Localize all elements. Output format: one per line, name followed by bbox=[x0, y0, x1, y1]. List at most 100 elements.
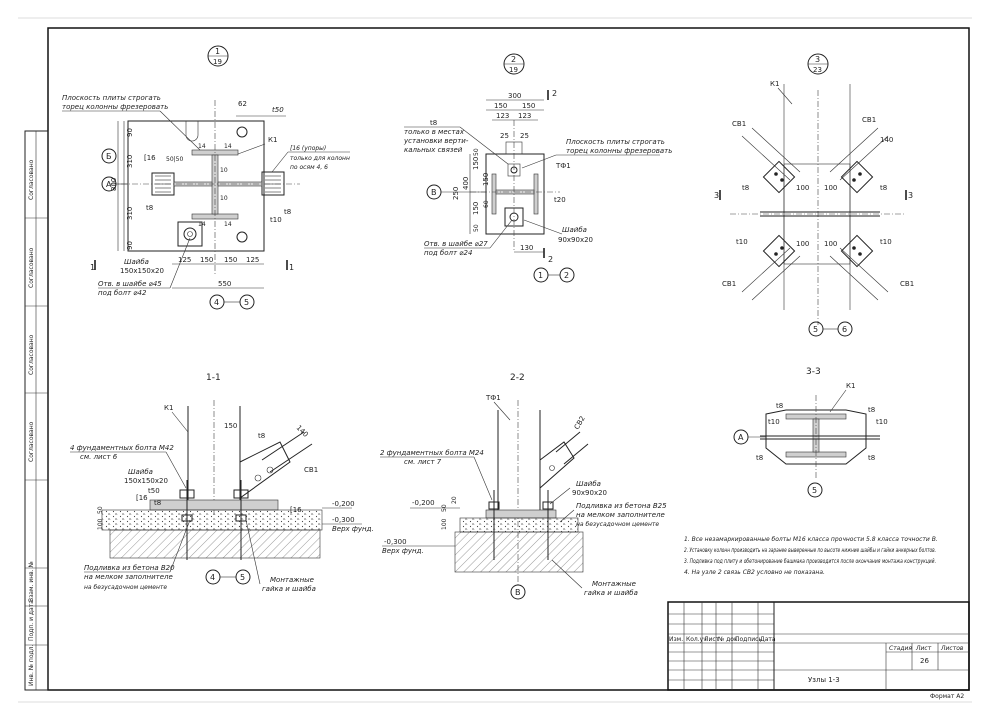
stamp-label-5: Взам. инв. № bbox=[28, 561, 35, 602]
sec33-axis-5: 5 bbox=[812, 486, 817, 495]
sec22-mont1: Монтажные bbox=[592, 580, 636, 588]
node1-washer2: 150x150x20 bbox=[120, 267, 164, 275]
section-1-1: 1-1 К1 150 t8 140 СВ1 4 фундаментных бол… bbox=[70, 373, 374, 593]
sec33-t10b: t10 bbox=[876, 418, 888, 426]
sec11-d100: 100 bbox=[97, 518, 104, 530]
sec22-lvl3: Верх фунд. bbox=[382, 547, 424, 555]
node2-mark-top: 2 bbox=[511, 55, 516, 64]
node2-dim-60: 60 bbox=[483, 200, 490, 208]
node3-mark-top: 3 bbox=[815, 55, 820, 64]
node2-dim-150d: 150 bbox=[472, 202, 480, 215]
sec11-title: 1-1 bbox=[206, 373, 221, 383]
sec22-d20: 20 bbox=[451, 496, 458, 504]
sec11-lvl2: -0,300 bbox=[332, 516, 355, 524]
sec22-title: 2-2 bbox=[510, 373, 525, 383]
sec11-conc3: на безусадочном цементе bbox=[84, 584, 167, 591]
node1-dim-310b: 310 bbox=[126, 207, 134, 220]
node1-mark-bot: 19 bbox=[213, 58, 222, 66]
node1-mark-top: 1 bbox=[215, 47, 220, 56]
node1-dim-5050: 50|50 bbox=[166, 156, 183, 163]
node3-t10b: t10 bbox=[880, 238, 892, 246]
sec11-lvl1: -0,200 bbox=[332, 500, 355, 508]
stamp-label-6: Подп. и дата bbox=[28, 600, 35, 641]
note-4: 4. На узле 2 связь СВ2 условно не показа… bbox=[684, 569, 825, 576]
sec22-cb2: СВ2 bbox=[573, 415, 587, 431]
node1-t10: t10 bbox=[270, 216, 282, 224]
node3-cb1-b: СВ1 bbox=[862, 116, 876, 124]
section-2-2: 2-2 ТФ1 СВ2 2 фундаментных болта М24 см.… bbox=[380, 373, 667, 600]
node1-hole1: Отв. в шайбе ⌀45 bbox=[98, 280, 162, 288]
node1-only1: только для колонн bbox=[290, 155, 350, 162]
sec22-bolts1: 2 фундаментных болта М24 bbox=[380, 449, 484, 457]
note-1: 1. Все незамаркированные болты М16 класс… bbox=[684, 536, 938, 543]
sec11-t8b: t8 bbox=[154, 499, 161, 507]
node2-axis-v: В bbox=[431, 188, 437, 197]
sec22-washer1: Шайба bbox=[576, 480, 601, 488]
stamp-label-1: Согласовано bbox=[28, 159, 35, 200]
node2-t20: t20 bbox=[554, 196, 566, 204]
sec33-t8c: t8 bbox=[756, 454, 763, 462]
node1-note2: торец колонны фрезеровать bbox=[62, 103, 168, 111]
sec33-t8d: t8 bbox=[868, 454, 875, 462]
format-label: Формат А2 bbox=[930, 693, 964, 700]
node2-sec-top: 2 bbox=[552, 89, 557, 98]
sec22-d100: 100 bbox=[441, 518, 448, 530]
node2-only3: кальных связей bbox=[404, 146, 463, 154]
node2-note2: торец колонны фрезеровать bbox=[566, 147, 672, 155]
node2-dim-300: 300 bbox=[508, 92, 521, 100]
node1-dim-90b: 90 bbox=[126, 241, 134, 250]
tb-col-5: Подпись bbox=[735, 636, 762, 643]
node1-dim-550: 550 bbox=[218, 280, 231, 288]
note-2: 2. Установку колонн производить на заран… bbox=[684, 547, 936, 554]
node3-axis-6: 6 bbox=[842, 325, 847, 334]
sec11-bolts1: 4 фундаментных болта М42 bbox=[70, 444, 174, 452]
node2-axis-2: 2 bbox=[564, 271, 569, 280]
sec11-dim-150: 150 bbox=[224, 422, 237, 430]
node2-mark-bot: 19 bbox=[509, 66, 518, 74]
tb-sheet-label: Лист bbox=[915, 645, 932, 652]
node3-mark-bot: 23 bbox=[813, 66, 822, 74]
node1-dim-62: 62 bbox=[238, 100, 247, 108]
node1-dim-125a: 125 bbox=[178, 256, 191, 264]
node2-dim-50b: 50 bbox=[473, 224, 480, 232]
node2-axis-1: 1 bbox=[538, 271, 543, 280]
node2-hole2: под болт ⌀24 bbox=[424, 249, 472, 257]
tb-stage-label: Стадия bbox=[889, 645, 912, 652]
tb-sheet-number: 26 bbox=[920, 657, 929, 665]
sec11-t8: t8 bbox=[258, 432, 265, 440]
node3-k1: К1 bbox=[770, 80, 779, 88]
sec11-axis-5: 5 bbox=[240, 573, 245, 582]
sec11-t50: t50 bbox=[148, 487, 160, 495]
sec22-bolts2: см. лист 7 bbox=[404, 458, 442, 466]
stamp-label-7: Инв. № подл. bbox=[28, 645, 35, 686]
side-stamp: Согласовано Согласовано Согласовано Согл… bbox=[24, 130, 49, 691]
node2-dim-150: 150 bbox=[482, 173, 490, 186]
node1-d14b: 14 bbox=[224, 143, 232, 150]
node2-dim-400: 400 bbox=[462, 177, 470, 190]
node1-d14d: 14 bbox=[224, 221, 232, 228]
node3-cb1-c: СВ1 bbox=[722, 280, 736, 288]
node3-cb1-a: СВ1 bbox=[732, 120, 746, 128]
stamp-label-4: Согласовано bbox=[28, 421, 35, 462]
sec22-d50: 50 bbox=[441, 504, 448, 512]
node3-sec-left: 3 bbox=[714, 191, 719, 200]
sec22-washer2: 90x90x20 bbox=[572, 489, 607, 497]
sec11-washer2: 150x150x20 bbox=[124, 477, 168, 485]
section-3-3: 3-3 К1 t8 t8 t8 t8 t10 t10 А 5 bbox=[733, 367, 888, 498]
node2-washer1: Шайба bbox=[562, 226, 587, 234]
svg-text:1: 1 bbox=[289, 263, 294, 272]
node2-dim-25a: 25 bbox=[500, 132, 509, 140]
node1-dim-800: 800 bbox=[110, 178, 118, 191]
node1-d10b: 10 bbox=[220, 195, 228, 202]
node1-dim-125b: 125 bbox=[246, 256, 259, 264]
sec22-conc2: на мелком заполнителе bbox=[576, 511, 665, 519]
node2-only2: установки верти- bbox=[403, 137, 469, 145]
node1-axis-a: А bbox=[106, 180, 112, 189]
tb-sheets-label: Листов bbox=[940, 645, 964, 652]
node3-t8a: t8 bbox=[742, 184, 749, 192]
node3-axis-5: 5 bbox=[813, 325, 818, 334]
node3-cb1-d: СВ1 bbox=[900, 280, 914, 288]
stamp-label-2: Согласовано bbox=[28, 247, 35, 288]
svg-text:2: 2 bbox=[548, 255, 553, 264]
